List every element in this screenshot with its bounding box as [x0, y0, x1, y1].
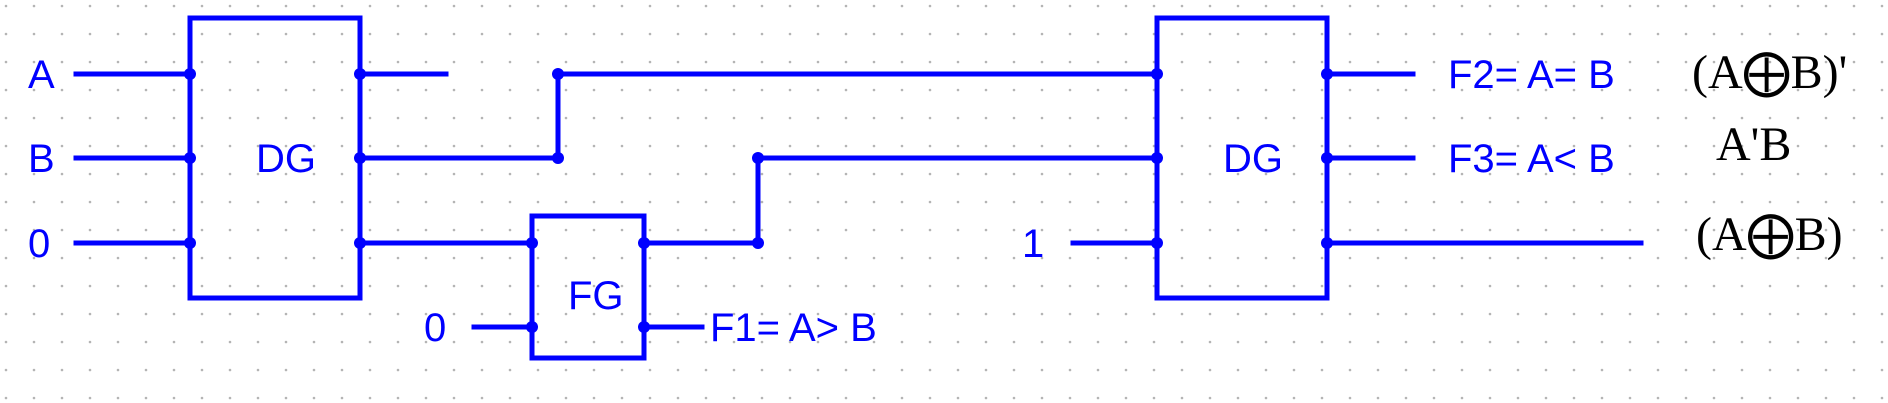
pin-dot: [638, 237, 650, 249]
pin-dot: [354, 68, 366, 80]
expression-anot-b: A'B: [1716, 118, 1791, 171]
fg-input-label-zero: 0: [424, 306, 446, 350]
output-label-f1: F1= A> B: [710, 306, 877, 350]
dg2-gate-label: DG: [1223, 137, 1283, 181]
pin-dot: [1321, 152, 1333, 164]
pin-dot: [1151, 68, 1163, 80]
dg1-gate-label: DG: [256, 137, 316, 181]
fg-gate-box: [529, 213, 647, 361]
fg-gate-label: FG: [568, 274, 624, 318]
expression-xor: (A⨁B): [1696, 208, 1843, 261]
pin-dot: [1151, 152, 1163, 164]
pin-dot: [1151, 237, 1163, 249]
pin-dot: [526, 237, 538, 249]
output-label-f2: F2= A= B: [1448, 53, 1615, 97]
pin-dot: [184, 152, 196, 164]
output-label-f3: F3= A< B: [1448, 137, 1615, 181]
junction-dot: [752, 237, 764, 249]
dg2-input-label-one: 1: [1022, 222, 1044, 266]
expression-xnor: (A⨁B)': [1692, 46, 1847, 99]
junction-dot: [752, 152, 764, 164]
junction-dot: [552, 152, 564, 164]
wire-dg1-out2-to-dg2-in1: [357, 71, 1160, 161]
wire-fg-out1-to-dg2-in2: [641, 155, 1160, 246]
input-label-a: A: [28, 53, 55, 97]
pin-dot: [354, 237, 366, 249]
junction-dots: [184, 68, 1333, 333]
pin-dot: [184, 68, 196, 80]
pin-dot: [354, 152, 366, 164]
pin-dot: [638, 321, 650, 333]
junction-dot: [552, 68, 564, 80]
pin-dot: [526, 321, 538, 333]
pin-dot: [184, 237, 196, 249]
pin-dot: [1321, 237, 1333, 249]
input-label-zero: 0: [28, 222, 50, 266]
input-label-b: B: [28, 137, 55, 181]
pin-dot: [1321, 68, 1333, 80]
